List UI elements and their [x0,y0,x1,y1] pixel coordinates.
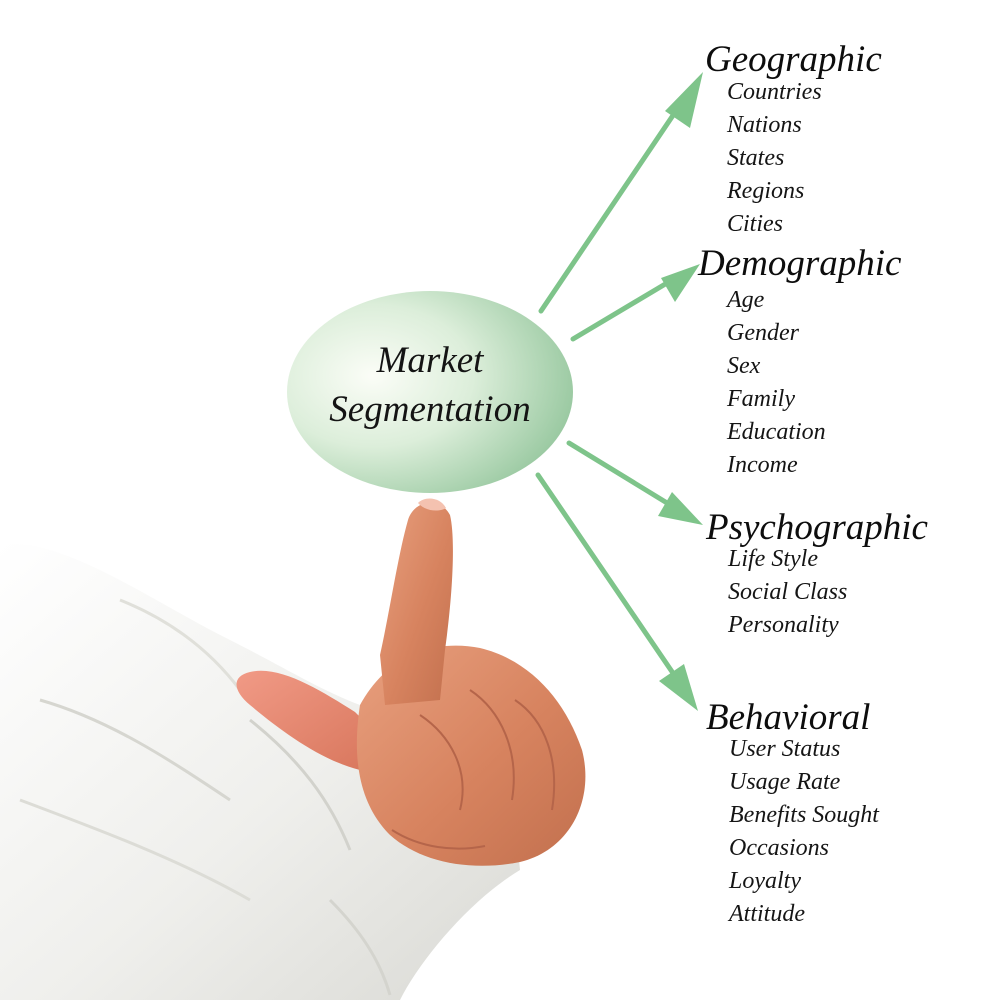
arrowhead-demographic [661,264,700,302]
center-label-line1: Market [376,340,484,381]
list-item: Countries [727,79,822,105]
category-title: Psychographic [706,507,928,548]
category-behavioral: Behavioral User Status Usage Rate Benefi… [706,698,879,931]
list-item: Family [727,386,795,412]
arrowhead-behavioral [659,664,698,711]
category-title: Geographic [705,39,882,80]
arrow-to-behavioral [535,472,680,682]
list-item: Life Style [728,546,818,572]
list-item: User Status [729,736,841,762]
category-items: Countries Nations States Regions Cities [727,76,882,241]
hand-illustration [236,498,586,866]
list-item: Benefits Sought [729,802,879,828]
category-items: User Status Usage Rate Benefits Sought O… [729,733,879,931]
category-items: Life Style Social Class Personality [728,543,928,642]
list-item: Age [727,287,765,313]
list-item: Personality [728,612,839,638]
center-label: Market Segmentation [295,336,565,434]
list-item: Sex [727,353,761,379]
arrow-to-demographic [570,280,670,342]
arrow-to-psychographic [566,440,675,509]
list-item: Education [727,419,826,445]
list-item: Cities [727,211,784,237]
list-item: Occasions [729,835,829,861]
center-ellipse [287,291,573,493]
arrowhead-psychographic [658,492,703,525]
list-item: States [727,145,785,171]
arrowhead-geographic [665,72,703,128]
list-item: Gender [727,320,799,346]
sleeve-illustration [0,543,520,1000]
category-title: Demographic [698,243,902,284]
center-label-line2: Segmentation [329,389,531,430]
list-item: Regions [727,178,805,204]
list-item: Usage Rate [729,769,841,795]
category-geographic: Geographic Countries Nations States Regi… [705,40,882,241]
list-item: Loyalty [729,868,801,894]
list-item: Social Class [728,579,848,605]
category-items: Age Gender Sex Family Education Income [727,284,901,482]
arrow-to-geographic [538,99,685,314]
category-demographic: Demographic Age Gender Sex Family Educat… [698,244,901,482]
list-item: Income [727,452,798,478]
list-item: Attitude [729,901,805,927]
category-title: Behavioral [706,697,871,738]
category-psychographic: Psychographic Life Style Social Class Pe… [706,508,928,642]
list-item: Nations [727,112,802,138]
